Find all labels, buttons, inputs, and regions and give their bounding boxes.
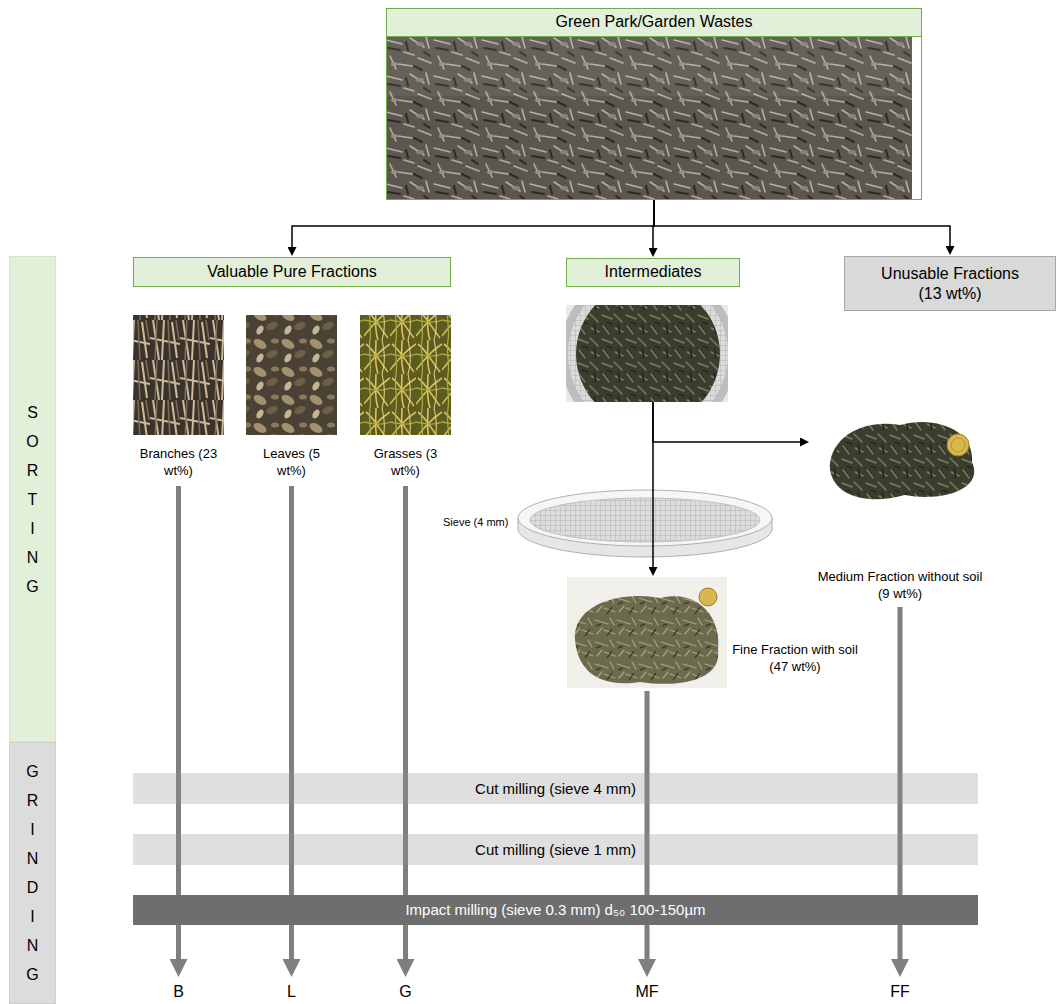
medium-fraction-photo xyxy=(830,422,974,499)
part-label: Sieve (4 mm) xyxy=(442,516,509,528)
fraction-caption: Branches (23 wt%) xyxy=(139,445,219,479)
category-label: Valuable Pure Fractions xyxy=(201,260,383,284)
stage-band: SORTING xyxy=(9,256,56,742)
process-bar: Cut milling (sieve 1 mm) xyxy=(133,834,978,865)
source-box: Green Park/Garden Wastes xyxy=(386,8,922,200)
output-label: L xyxy=(272,979,312,1004)
intermediates-photo xyxy=(566,305,728,402)
stage-band: GRINDING xyxy=(9,742,56,1004)
fraction-caption: Fine Fraction with soil (47 wt%) xyxy=(727,641,863,675)
process-step: Cut milling (sieve 1 mm) xyxy=(469,838,642,862)
output-code: G xyxy=(399,982,411,1002)
output-label: MF xyxy=(627,979,667,1004)
process-arrow xyxy=(403,486,408,963)
output-code: FF xyxy=(890,982,910,1002)
process-step: Cut milling (sieve 4 mm) xyxy=(469,777,642,801)
flow-arrow xyxy=(292,200,654,249)
fine-fraction-photo xyxy=(567,577,727,688)
branches-photo xyxy=(133,315,224,435)
output-label: FF xyxy=(880,979,920,1004)
header-text: Green Park/Garden Wastes xyxy=(387,9,921,37)
output-code: B xyxy=(173,982,184,1002)
header-text: Intermediates xyxy=(566,258,740,287)
category-box: Valuable Pure Fractions xyxy=(133,257,451,287)
stage-name: GRINDING xyxy=(26,757,39,989)
output-code: MF xyxy=(635,982,658,1002)
process-step: Impact milling (sieve 0.3 mm) d₅₀ 100-15… xyxy=(399,898,711,922)
leaves-photo xyxy=(246,315,337,435)
process-arrow xyxy=(176,486,181,963)
garden-waste-photo xyxy=(386,36,912,200)
fraction-sample: Grasses (3 wt%) xyxy=(360,315,451,485)
stage-name: SORTING xyxy=(26,398,39,601)
process-arrow xyxy=(289,486,294,963)
fraction-sample: Leaves (5 wt%) xyxy=(246,315,337,485)
process-bar: Impact milling (sieve 0.3 mm) d₅₀ 100-15… xyxy=(133,895,978,925)
fraction-caption: Grasses (3 wt%) xyxy=(366,445,446,479)
output-label: G xyxy=(386,979,426,1004)
category-label: Unusable Fractions (13 wt%) xyxy=(875,262,1025,306)
fraction-caption: Medium Fraction without soil (9 wt%) xyxy=(814,568,986,602)
output-label: B xyxy=(159,979,199,1004)
fraction-caption: Leaves (5 wt%) xyxy=(252,445,332,479)
fraction-sample: Medium Fraction without soil (9 wt%) xyxy=(810,415,990,606)
sieve-symbol xyxy=(518,490,772,557)
category-box: Intermediates xyxy=(566,258,740,402)
fraction-sample: Fine Fraction with soil (47 wt%) xyxy=(567,577,897,690)
output-code: L xyxy=(287,982,296,1002)
grasses-photo xyxy=(360,315,451,435)
process-bar: Cut milling (sieve 4 mm) xyxy=(133,773,978,804)
flow-arrow xyxy=(653,402,802,442)
flow-arrow xyxy=(652,402,654,569)
fraction-sample: Branches (23 wt%) xyxy=(133,315,224,485)
category-box: Unusable Fractions (13 wt%) xyxy=(844,256,1056,311)
flow-arrow xyxy=(654,200,950,248)
